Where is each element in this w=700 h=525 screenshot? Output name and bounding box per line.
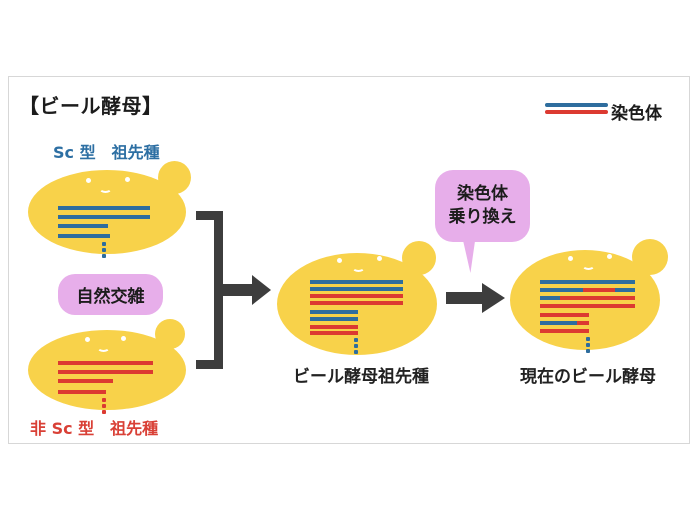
sc-ancestor-yeast-chromosome-1 [58, 206, 150, 210]
beer-ancestor-label: ビール酵母祖先種 [293, 367, 429, 387]
non-sc-ancestor-yeast-chromosome-2 [58, 370, 153, 374]
diagram-title: 【ビール酵母】 [19, 94, 163, 118]
sc-ancestor-yeast-ellipsis-dot-3 [102, 254, 106, 258]
sc-ancestor-yeast-mouth [99, 184, 112, 193]
natural-cross-label: 自然交雑 [76, 287, 145, 307]
sc-ancestor-yeast-ellipsis-dot-1 [102, 242, 106, 246]
beer-ancestor-yeast-ellipsis-dot-1 [354, 338, 358, 342]
modern-beer-yeast-chromosome-7 [540, 329, 589, 333]
modern-beer-yeast-mouth [582, 261, 595, 270]
crossover-bubble-line2: 乗り換え [448, 207, 517, 227]
beer-ancestor-yeast-eye-2 [377, 256, 382, 261]
crossover-arrow-head [482, 283, 505, 313]
beer-ancestor-yeast-chromosome-8 [310, 331, 358, 335]
sc-ancestor-yeast-chromosome-2 [58, 215, 150, 219]
sc-ancestor-yeast-chromosome-3 [58, 224, 108, 228]
non-sc-ancestor-yeast-ellipsis-dot-3 [102, 410, 106, 414]
legend-label: 染色体 [611, 104, 662, 124]
sc-ancestor-yeast-ellipsis-dot-2 [102, 248, 106, 252]
modern-beer-label: 現在のビール酵母 [520, 367, 656, 387]
merge-bracket-vertical [214, 211, 223, 369]
modern-beer-yeast-ellipsis-dot-3 [586, 349, 590, 353]
merge-arrow-head [252, 275, 271, 305]
natural-cross-bubble: 自然交雑 [58, 274, 163, 315]
merge-arrow-shaft [222, 284, 252, 296]
beer-ancestor-yeast-chromosome-6 [310, 317, 358, 321]
modern-beer-yeast-eye-2 [607, 254, 612, 259]
beer-ancestor-yeast-ellipsis-dot-2 [354, 344, 358, 348]
non-sc-ancestor-yeast-eye-2 [121, 336, 126, 341]
beer-ancestor-yeast-chromosome-3 [310, 294, 403, 298]
beer-ancestor-yeast-chromosome-7 [310, 325, 358, 329]
sc-ancestor-yeast-chromosome-4 [58, 234, 110, 238]
non-sc-ancestor-yeast-chromosome-1 [58, 361, 153, 365]
sc-ancestor-yeast-eye-1 [86, 178, 91, 183]
crossover-bubble: 染色体 乗り換え [435, 170, 530, 242]
legend-blue-chromosome-line [545, 103, 608, 107]
non-sc-ancestor-yeast-ellipsis-dot-2 [102, 404, 106, 408]
modern-beer-yeast-chromosome-6 [540, 321, 589, 325]
modern-beer-yeast-eye-1 [568, 256, 573, 261]
crossover-bubble-line1: 染色体 [457, 184, 508, 204]
merge-bracket-bottom-arm [196, 360, 223, 369]
beer-ancestor-yeast-chromosome-5 [310, 310, 358, 314]
legend-red-chromosome-line [545, 110, 608, 114]
non-sc-ancestor-label: 非 Sc 型 祖先種 [30, 419, 159, 438]
modern-beer-yeast-chromosome-1 [540, 280, 635, 284]
modern-beer-yeast-chromosome-5 [540, 313, 589, 317]
modern-beer-yeast-chromosome-3 [540, 296, 635, 300]
non-sc-ancestor-yeast-chromosome-4 [58, 390, 106, 394]
non-sc-ancestor-yeast-chromosome-3 [58, 379, 113, 383]
modern-beer-yeast-chromosome-2 [540, 288, 635, 292]
modern-beer-yeast-chromosome-4 [540, 304, 635, 308]
beer-ancestor-yeast-chromosome-2 [310, 287, 403, 291]
beer-ancestor-yeast-chromosome-1 [310, 280, 403, 284]
modern-beer-yeast-ellipsis-dot-1 [586, 337, 590, 341]
sc-ancestor-yeast-eye-2 [125, 177, 130, 182]
beer-ancestor-yeast-chromosome-4 [310, 301, 403, 305]
merge-bracket-top-arm [196, 211, 223, 220]
crossover-arrow-shaft [446, 292, 482, 304]
non-sc-ancestor-yeast-eye-1 [85, 337, 90, 342]
beer-ancestor-yeast-ellipsis-dot-3 [354, 350, 358, 354]
non-sc-ancestor-yeast-ellipsis-dot-1 [102, 398, 106, 402]
non-sc-ancestor-yeast-mouth [97, 343, 110, 352]
beer-ancestor-yeast-eye-1 [337, 258, 342, 263]
modern-beer-yeast-ellipsis-dot-2 [586, 343, 590, 347]
sc-ancestor-label: Sc 型 祖先種 [53, 143, 160, 162]
beer-ancestor-yeast-mouth [352, 263, 365, 272]
